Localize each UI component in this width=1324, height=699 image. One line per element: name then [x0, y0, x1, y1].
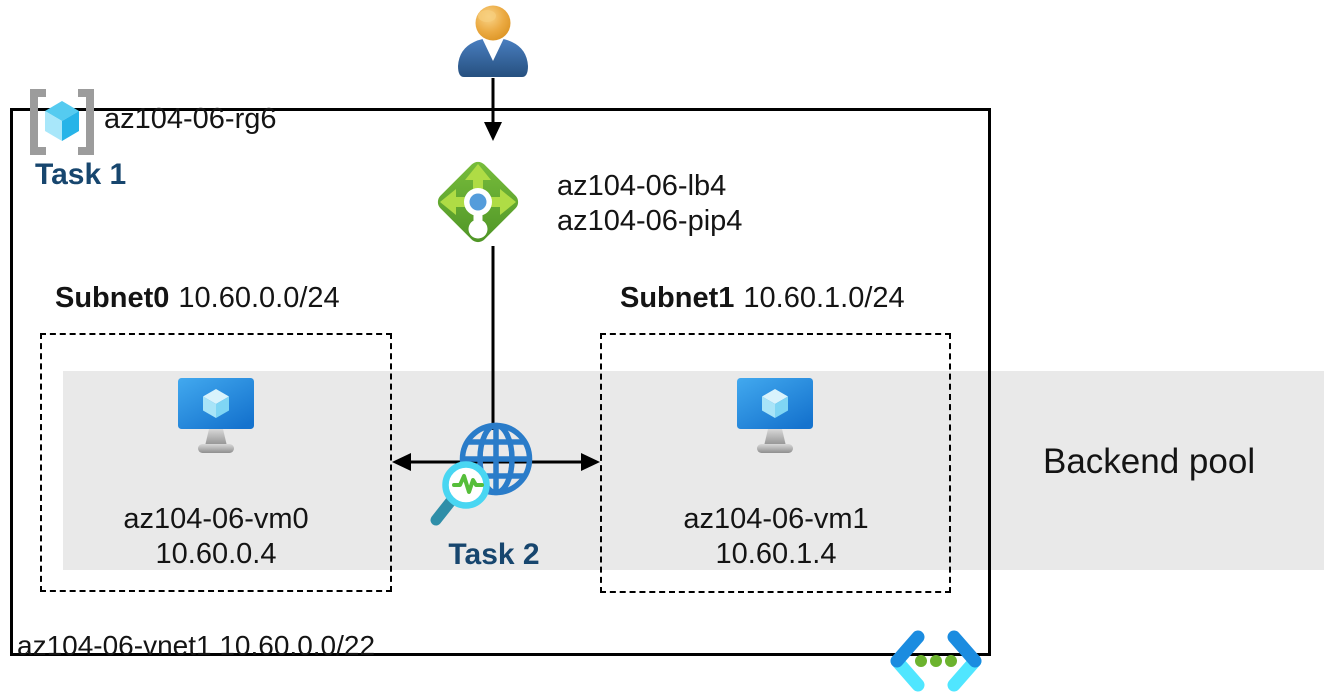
vm0-label: az104-06-vm0 10.60.0.4: [40, 502, 392, 572]
load-balancer-icon: [437, 161, 519, 243]
resource-group-box: [10, 108, 991, 656]
network-watcher-icon: [430, 422, 533, 526]
subnet1-cidr: 10.60.1.0/24: [743, 282, 905, 314]
subnet1-name: Subnet1: [620, 282, 735, 314]
resource-group-name: az104-06-rg6: [104, 103, 277, 135]
subnet1-box: [600, 333, 951, 593]
load-balancer-name: az104-06-lb4: [557, 170, 727, 202]
virtual-network-icon: [890, 630, 982, 692]
vm0-icon: [178, 378, 254, 453]
vm1-icon: [737, 378, 813, 453]
vm1-ip: 10.60.1.4: [715, 538, 837, 570]
subnet0-cidr: 10.60.0.0/24: [178, 282, 340, 314]
vm0-ip: 10.60.0.4: [155, 538, 277, 570]
backend-pool-band: [63, 371, 1324, 570]
task2-label: Task 2: [448, 538, 540, 571]
subnet0-name: Subnet0: [55, 282, 170, 314]
public-ip-name: az104-06-pip4: [557, 205, 743, 237]
backend-pool-label: Backend pool: [1043, 442, 1256, 481]
subnet0-box: [40, 333, 392, 592]
user-icon: [458, 5, 528, 77]
task1-label: Task 1: [35, 158, 127, 191]
vm0-name: az104-06-vm0: [123, 503, 309, 535]
vm1-name: az104-06-vm1: [683, 503, 869, 535]
resource-group-icon: [30, 89, 94, 155]
vnet-label: az104-06-vnet1 10.60.0.0/22: [17, 630, 376, 661]
vm1-label: az104-06-vm1 10.60.1.4: [600, 502, 952, 572]
